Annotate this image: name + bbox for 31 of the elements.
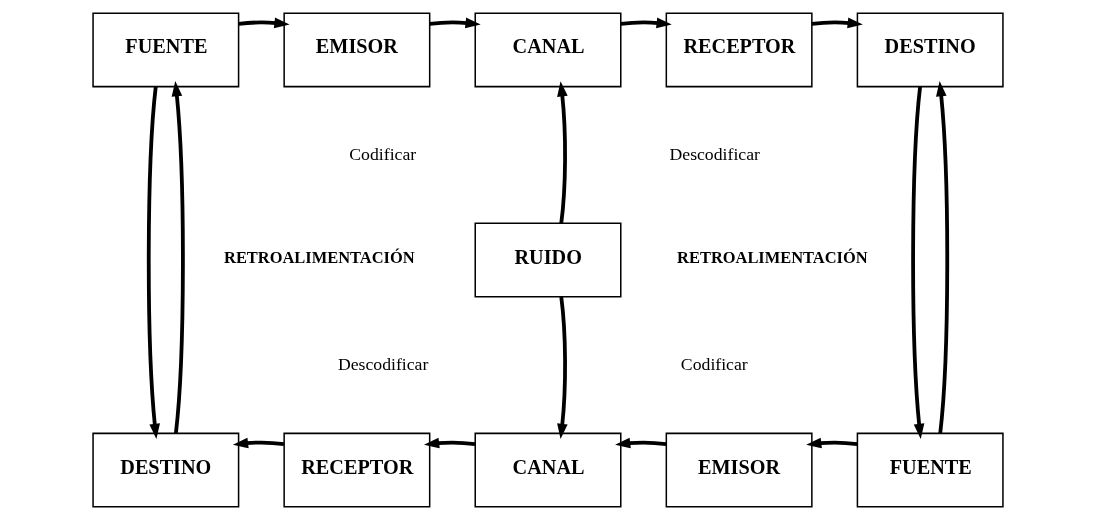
node-box: FUENTE bbox=[856, 432, 1004, 508]
arrow bbox=[935, 81, 949, 434]
arrow bbox=[556, 81, 568, 224]
arrow bbox=[910, 86, 924, 439]
label: RETROALIMENTACIÓN bbox=[223, 248, 415, 268]
arrow bbox=[614, 437, 666, 449]
node-box: EMISOR bbox=[665, 432, 813, 508]
node-box: EMISOR bbox=[282, 12, 430, 88]
node-box: FUENTE bbox=[91, 12, 239, 88]
node-box: DESTINO bbox=[91, 432, 239, 508]
node-box: RECEPTOR bbox=[282, 432, 430, 508]
node-box: RUIDO bbox=[474, 222, 621, 298]
node-box: RECEPTOR bbox=[665, 12, 813, 88]
arrow bbox=[811, 17, 863, 29]
label: Codificar bbox=[680, 353, 748, 374]
arrow bbox=[620, 17, 672, 29]
arrow bbox=[556, 296, 568, 439]
label: Descodificar bbox=[337, 353, 428, 374]
arrow bbox=[171, 81, 185, 434]
arrow bbox=[423, 437, 475, 449]
arrow bbox=[805, 437, 857, 449]
arrow bbox=[237, 17, 290, 29]
node-box: CANAL bbox=[474, 12, 621, 88]
node-box: CANAL bbox=[474, 432, 621, 508]
node-box: DESTINO bbox=[856, 12, 1004, 88]
label: RETROALIMENTACIÓN bbox=[676, 248, 868, 268]
arrow bbox=[428, 17, 481, 29]
arrow bbox=[232, 437, 284, 449]
label: Descodificar bbox=[668, 143, 760, 164]
arrow bbox=[146, 86, 160, 439]
label: Codificar bbox=[348, 143, 416, 164]
